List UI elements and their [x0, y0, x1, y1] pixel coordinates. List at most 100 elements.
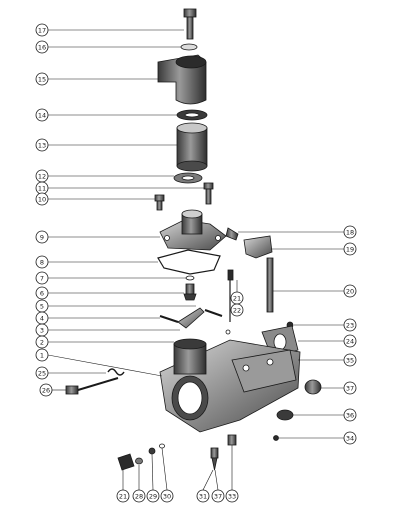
svg-text:12: 12: [38, 172, 46, 180]
svg-text:29: 29: [149, 492, 157, 500]
callout-13: 13: [35, 138, 49, 152]
svg-text:15: 15: [38, 75, 46, 83]
bolt-part: [183, 8, 197, 40]
callout-17: 17: [35, 23, 49, 37]
svg-text:2: 2: [40, 338, 44, 346]
svg-text:11: 11: [38, 184, 46, 192]
svg-text:7: 7: [40, 274, 44, 282]
callout-36: 36: [343, 408, 357, 422]
svg-text:1: 1: [40, 351, 44, 359]
coil-cover-part: [157, 54, 207, 105]
callout-34: 34: [343, 431, 357, 445]
svg-text:18: 18: [346, 228, 354, 236]
ball-part: [273, 435, 279, 441]
svg-text:30: 30: [163, 492, 171, 500]
svg-text:36: 36: [346, 411, 354, 419]
svg-text:35: 35: [346, 356, 354, 364]
svg-text:21: 21: [119, 492, 127, 500]
lever-part: [177, 307, 205, 329]
callout-3: 3: [35, 323, 49, 337]
gasket-part: [157, 249, 221, 275]
coil-part: [176, 122, 208, 172]
callout-14: 14: [35, 108, 49, 122]
callout-18: 18: [343, 225, 357, 239]
svg-text:22: 22: [233, 306, 241, 314]
link-screw-part: [225, 227, 239, 241]
svg-text:8: 8: [40, 258, 44, 266]
svg-text:19: 19: [346, 245, 354, 253]
disc-part: [276, 409, 294, 421]
svg-text:26: 26: [42, 386, 50, 394]
callout-2: 2: [35, 335, 49, 349]
callout-30: 30: [160, 489, 174, 503]
bracket-part: [243, 235, 273, 259]
callout-15: 15: [35, 72, 49, 86]
callout-9: 9: [35, 230, 49, 244]
callout-22: 22: [230, 303, 244, 317]
callout-37-bottom: 37: [211, 489, 225, 503]
needle-part: [225, 269, 234, 335]
svg-text:14: 14: [38, 111, 46, 119]
callout-33: 33: [225, 489, 239, 503]
valve-part: [183, 283, 197, 301]
svg-text:6: 6: [40, 289, 44, 297]
svg-text:13: 13: [38, 141, 46, 149]
svg-text:10: 10: [38, 195, 46, 203]
callout-1: 1: [35, 348, 49, 362]
callout-10: 10: [35, 192, 49, 206]
parts-layer: [65, 8, 322, 471]
leader-lines: [47, 29, 344, 491]
callout-11: 11: [35, 181, 49, 195]
callouts: 17 16 15 14 13 12 11 10 9 8 7 6 5 4 3 2 …: [35, 23, 357, 503]
nut-part: [304, 379, 322, 395]
small-washer-part: [135, 457, 143, 465]
callout-16: 16: [35, 40, 49, 54]
callout-4: 4: [35, 311, 49, 325]
callout-20: 20: [343, 284, 357, 298]
callout-21-lower: 21: [116, 489, 130, 503]
shaft-part: [266, 257, 274, 313]
callout-23: 23: [343, 318, 357, 332]
drain-plug-part: [117, 453, 135, 471]
svg-text:23: 23: [346, 321, 354, 329]
svg-text:37: 37: [214, 492, 222, 500]
adjust-screw-part: [65, 377, 119, 395]
o-ring-part: [185, 275, 195, 281]
svg-text:4: 4: [40, 314, 44, 322]
svg-text:24: 24: [346, 337, 354, 345]
carburetor-body-part: [159, 338, 301, 433]
needle-valve-part: [210, 447, 219, 471]
callout-7: 7: [35, 271, 49, 285]
svg-text:20: 20: [346, 287, 354, 295]
svg-text:25: 25: [38, 369, 46, 377]
screw-part: [203, 182, 214, 205]
callout-37-right: 37: [343, 381, 357, 395]
svg-text:5: 5: [40, 302, 44, 310]
svg-text:34: 34: [346, 434, 354, 442]
callout-28: 28: [132, 489, 146, 503]
callout-24: 24: [343, 334, 357, 348]
washer-part: [180, 43, 198, 51]
tiny-o-ring-part: [159, 443, 165, 449]
screw-part: [154, 194, 165, 211]
callout-35: 35: [343, 353, 357, 367]
callout-5: 5: [35, 299, 49, 313]
callout-29: 29: [146, 489, 160, 503]
jet-part: [227, 434, 237, 446]
callout-12: 12: [35, 169, 49, 183]
callout-26: 26: [39, 383, 53, 397]
svg-text:21: 21: [233, 294, 241, 302]
svg-text:37: 37: [346, 384, 354, 392]
callout-8: 8: [35, 255, 49, 269]
svg-text:3: 3: [40, 326, 44, 334]
spring-part: [107, 368, 125, 376]
svg-text:9: 9: [40, 233, 44, 241]
callout-19: 19: [343, 242, 357, 256]
callout-31: 31: [196, 489, 210, 503]
housing-part: [159, 209, 227, 251]
small-o-ring-part: [148, 447, 156, 455]
svg-text:33: 33: [228, 492, 236, 500]
svg-text:16: 16: [38, 43, 46, 51]
svg-text:17: 17: [38, 26, 46, 34]
